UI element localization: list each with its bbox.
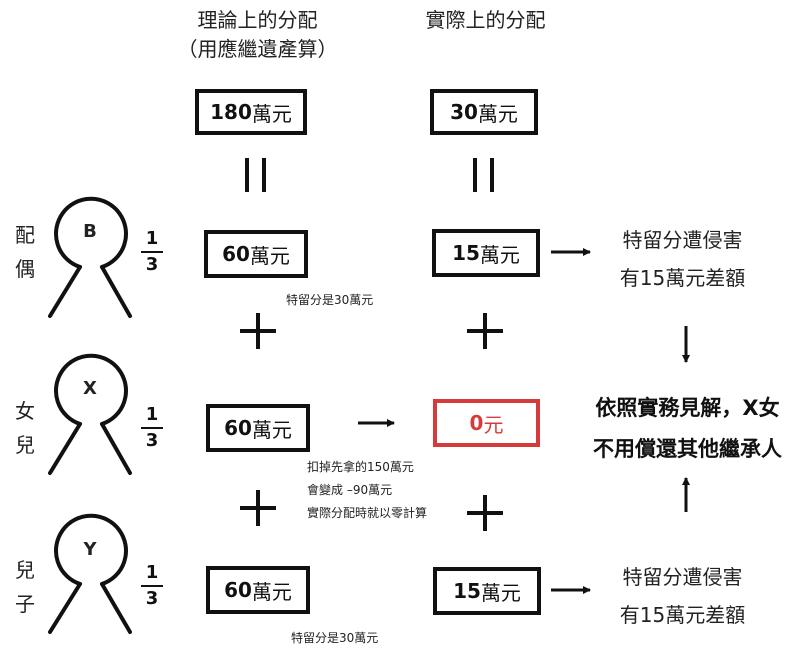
heir-label-daughter: 女兒 [15, 399, 35, 457]
amount-unit: 萬元 [251, 579, 292, 604]
fraction-denominator: 3 [145, 588, 159, 609]
note-line: 扣掉先拿的150萬元 [307, 460, 414, 474]
conclusion-line: 不用償還其他繼承人 [593, 437, 782, 461]
amount-number: 15 [452, 241, 480, 265]
amount-unit: 元 [483, 412, 504, 437]
conclusion: 依照實務見解，X女 不用償還其他繼承人 [575, 388, 800, 470]
infringement-note-top: 特留分遭侵害 有15萬元差額 [600, 221, 765, 297]
amount-number: 60 [224, 578, 252, 602]
person-figure-spouse [48, 196, 132, 318]
amount-unit: 萬元 [251, 101, 292, 126]
plus-sign-actual-1 [467, 313, 503, 349]
amount-unit: 萬元 [477, 101, 518, 126]
fraction-denominator: 3 [145, 254, 159, 275]
infringement-note-bottom: 特留分遭侵害 有15萬元差額 [600, 558, 765, 634]
amount-number: 60 [224, 416, 252, 440]
amount-number: 180 [210, 100, 252, 124]
plus-sign-theoretical-1 [240, 313, 276, 349]
person-figure-son [48, 513, 132, 634]
heir-initial-b: B [83, 221, 97, 242]
infringement-line: 特留分遭侵害 [622, 565, 743, 589]
heir-label-spouse: 配偶 [15, 223, 35, 281]
note-advance-deduction: 扣掉先拿的150萬元 會變成 –90萬元 實際分配時就以零計算 [307, 456, 427, 525]
fraction-bar [141, 585, 163, 587]
amount-number: 60 [222, 242, 250, 266]
plus-sign-actual-2 [467, 495, 503, 531]
header-theoretical-title: 理論上的分配 [197, 8, 318, 32]
plus-sign-theoretical-2 [240, 490, 276, 526]
note-reserved-portion-son: 特留分是30萬元 [291, 631, 379, 645]
fraction-numerator: 1 [145, 228, 159, 249]
amount-unit: 萬元 [251, 417, 292, 442]
amount-number: 30 [450, 100, 478, 124]
amount-unit: 萬元 [479, 242, 520, 267]
infringement-line: 特留分遭侵害 [622, 228, 743, 252]
fraction-bar [141, 427, 163, 429]
heir-label-son: 兒子 [15, 558, 35, 616]
amount-number: 0 [469, 411, 484, 435]
amount-number: 15 [453, 579, 481, 603]
equals-sign-theoretical [245, 158, 266, 192]
person-figure-daughter [48, 353, 132, 475]
heir-initial-y: Y [83, 539, 97, 560]
note-reserved-portion-spouse: 特留分是30萬元 [286, 293, 374, 307]
fraction-denominator: 3 [145, 430, 159, 451]
heir-initial-x: X [83, 378, 97, 399]
amount-unit: 萬元 [249, 243, 290, 268]
infringement-line: 有15萬元差額 [619, 266, 746, 290]
fraction-numerator: 1 [145, 562, 159, 583]
note-line: 會變成 –90萬元 [307, 483, 393, 497]
infringement-line: 有15萬元差額 [619, 603, 746, 627]
note-line: 實際分配時就以零計算 [307, 506, 428, 520]
amount-unit: 萬元 [480, 580, 521, 605]
conclusion-line: 依照實務見解，X女 [595, 396, 780, 420]
header-actual: 實際上的分配 [425, 8, 546, 32]
header-theoretical-subtitle: （用應繼遺產算） [177, 37, 338, 61]
equals-sign-actual [473, 158, 494, 192]
fraction-numerator: 1 [145, 404, 159, 425]
fraction-bar [141, 251, 163, 253]
header-theoretical: 理論上的分配 （用應繼遺產算） [165, 6, 350, 64]
